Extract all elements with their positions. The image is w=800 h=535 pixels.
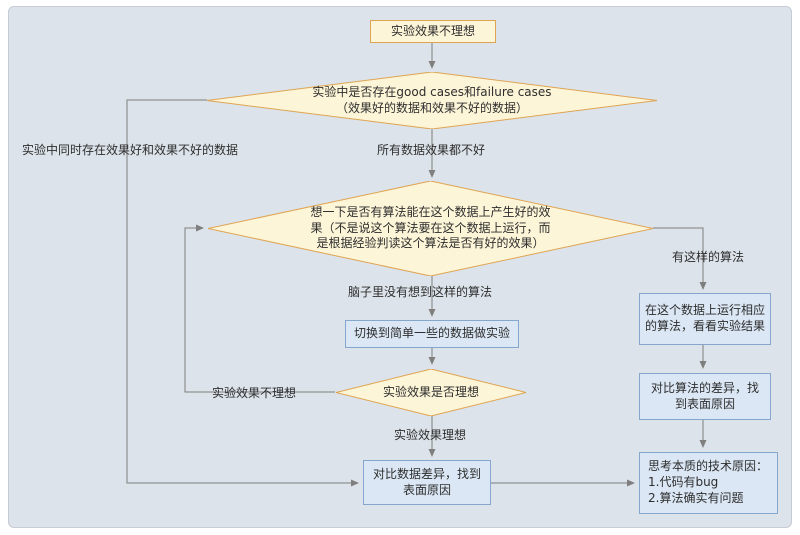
run-algorithm-label: 在这个数据上运行相应 的算法，看看实验结果 xyxy=(644,303,765,333)
start-label: 实验效果不理想 xyxy=(390,23,475,38)
edge-label-both-good-bad: 实验中同时存在效果好和效果不好的数据 xyxy=(22,143,239,157)
diamond-shape-icon xyxy=(336,369,526,416)
diamond-shape-icon xyxy=(207,72,657,129)
root-cause-node: 思考本质的技术原因： 1.代码有bug 2.算法确实有问题 xyxy=(639,452,778,514)
switch-simple-data-node: 切换到简单一些的数据做实验 xyxy=(345,320,519,348)
edge-label-no-algo: 脑子里没有想到这样的算法 xyxy=(348,285,493,299)
decision-good-failure-cases: 实验中是否存在good cases和failure cases （效果好的数据和… xyxy=(207,72,657,129)
compare-data-label: 对比数据差异，找到 表面原因 xyxy=(372,466,481,497)
edge-label-ideal: 实验效果理想 xyxy=(394,428,467,442)
compare-data-node: 对比数据差异，找到 表面原因 xyxy=(363,460,491,505)
edge-label-has-algo: 有这样的算法 xyxy=(672,250,745,264)
switch-simple-data-label: 切换到简单一些的数据做实验 xyxy=(353,326,510,341)
edge-label-not-ideal: 实验效果不理想 xyxy=(212,386,297,400)
root-cause-label: 思考本质的技术原因： 1.代码有bug 2.算法确实有问题 xyxy=(648,459,769,505)
edge-label-all-bad: 所有数据效果都不好 xyxy=(377,143,486,157)
compare-algorithm-label: 对比算法的差异，找 到表面原因 xyxy=(650,380,759,411)
decision-result-ideal: 实验效果是否理想 xyxy=(336,369,526,416)
run-algorithm-node: 在这个数据上运行相应 的算法，看看实验结果 xyxy=(639,293,771,345)
diamond-shape-icon xyxy=(208,181,653,276)
decision-good-failure-label: 实验中是否存在good cases和failure cases （效果好的数据和… xyxy=(312,84,552,115)
decision-result-ideal-label: 实验效果是否理想 xyxy=(382,384,479,399)
decision-algorithm-exists-label: 想一下是否有算法能在这个数据上产生好的效 果（不是说这个算法要在这个数据上运行，… xyxy=(310,204,551,251)
start-node: 实验效果不理想 xyxy=(370,20,496,43)
compare-algorithm-node: 对比算法的差异，找 到表面原因 xyxy=(639,373,771,420)
decision-algorithm-exists: 想一下是否有算法能在这个数据上产生好的效 果（不是说这个算法要在这个数据上运行，… xyxy=(208,181,653,276)
